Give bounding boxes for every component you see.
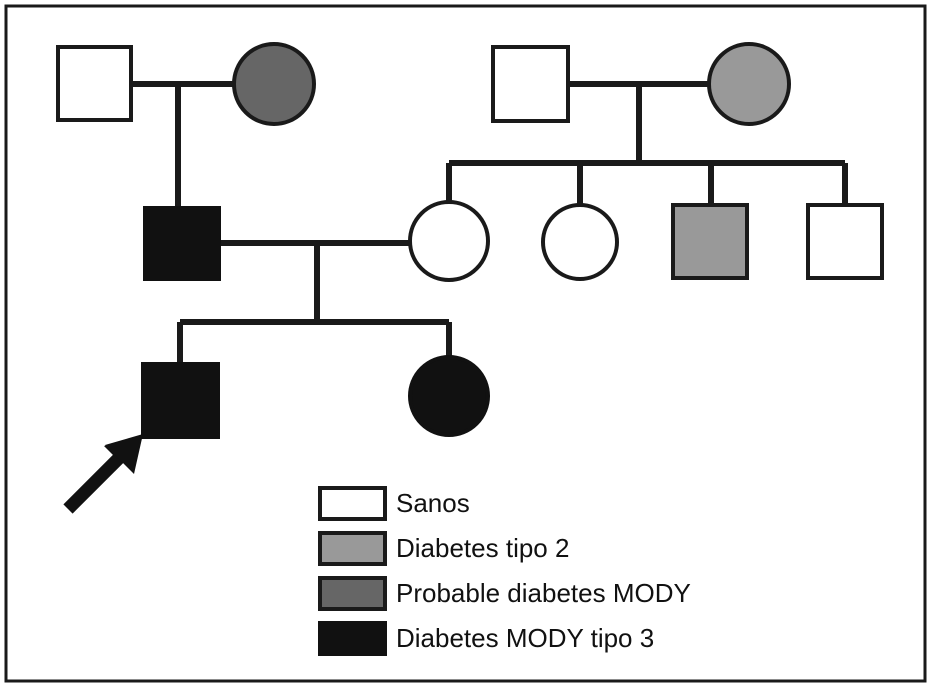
legend-swatch-diabetes-tipo-2 — [318, 531, 387, 566]
legend-label-diabetes-mody-tipo-3: Diabetes MODY tipo 3 — [396, 623, 654, 653]
pedigree-lines — [131, 81, 848, 365]
legend-item-probable-diabetes-mody[interactable]: Probable diabetes MODY — [318, 576, 691, 611]
individual-II-1-male-mody-type-3[interactable] — [143, 206, 221, 281]
individual-II-5-male-healthy[interactable] — [806, 203, 884, 280]
proband-arrow-icon — [63, 434, 143, 514]
individual-I-2-female-probable-mody[interactable] — [232, 42, 316, 126]
individual-II-2-female-healthy[interactable] — [408, 200, 490, 282]
individual-II-4-male-diabetes-type-2[interactable] — [671, 203, 749, 280]
legend-item-sanos[interactable]: Sanos — [318, 486, 470, 521]
legend: Sanos Diabetes tipo 2 Probable diabetes … — [318, 486, 691, 656]
individual-I-1-male-healthy[interactable] — [56, 45, 133, 122]
legend-swatch-sanos — [318, 486, 387, 521]
legend-swatch-probable-diabetes-mody — [318, 576, 387, 611]
legend-label-diabetes-tipo-2: Diabetes tipo 2 — [396, 533, 569, 563]
individual-III-2-female-mody-type-3[interactable] — [408, 355, 490, 437]
individual-III-1-male-mody-type-3-proband[interactable] — [141, 362, 220, 439]
legend-label-probable-diabetes-mody: Probable diabetes MODY — [396, 578, 691, 608]
individual-I-3-male-healthy[interactable] — [491, 45, 570, 123]
legend-swatch-diabetes-mody-tipo-3 — [318, 621, 387, 656]
individual-II-3-female-healthy[interactable] — [541, 203, 619, 281]
legend-item-diabetes-tipo-2[interactable]: Diabetes tipo 2 — [318, 531, 569, 566]
legend-label-sanos: Sanos — [396, 488, 470, 518]
individual-I-4-female-diabetes-type-2[interactable] — [707, 42, 791, 126]
legend-item-diabetes-mody-tipo-3[interactable]: Diabetes MODY tipo 3 — [318, 621, 654, 656]
